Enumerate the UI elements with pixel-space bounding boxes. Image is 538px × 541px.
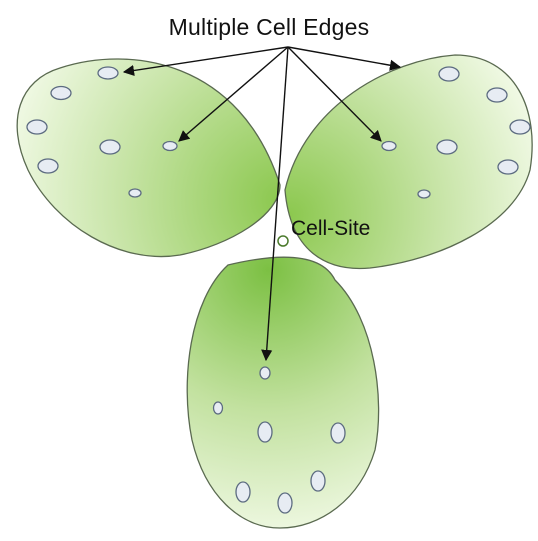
cell-lobes: [17, 55, 532, 528]
user-ellipse: [487, 88, 507, 102]
user-ellipse: [437, 140, 457, 154]
cell-site-label: Cell-Site: [291, 217, 370, 241]
user-ellipse: [278, 493, 292, 513]
diagram-title: Multiple Cell Edges: [0, 14, 538, 41]
user-ellipse: [163, 142, 177, 151]
user-ellipse: [260, 367, 270, 379]
user-ellipse: [258, 422, 272, 442]
user-ellipse: [439, 67, 459, 81]
user-ellipse: [27, 120, 47, 134]
user-ellipse: [331, 423, 345, 443]
user-ellipse: [38, 159, 58, 173]
user-ellipse: [236, 482, 250, 502]
user-ellipse: [98, 67, 118, 79]
user-ellipse: [498, 160, 518, 174]
user-ellipse: [418, 190, 430, 198]
user-ellipse: [382, 142, 396, 151]
user-ellipse: [510, 120, 530, 134]
cell-site-marker: [278, 236, 288, 246]
user-ellipse: [129, 189, 141, 197]
user-ellipse: [100, 140, 120, 154]
user-ellipse: [311, 471, 325, 491]
bottom-cell-lobe: [187, 257, 378, 528]
user-ellipse: [214, 402, 223, 414]
user-ellipse: [51, 87, 71, 100]
